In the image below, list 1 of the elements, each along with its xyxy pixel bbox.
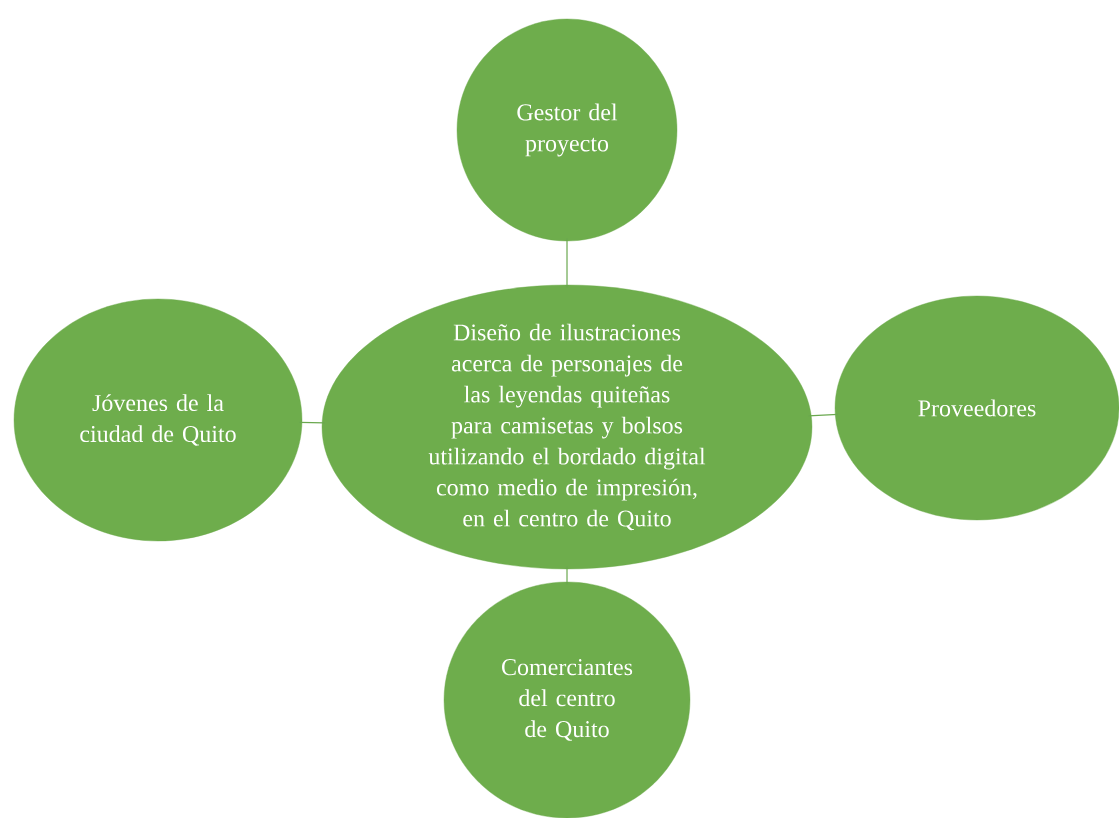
connector-line (298, 421, 326, 424)
